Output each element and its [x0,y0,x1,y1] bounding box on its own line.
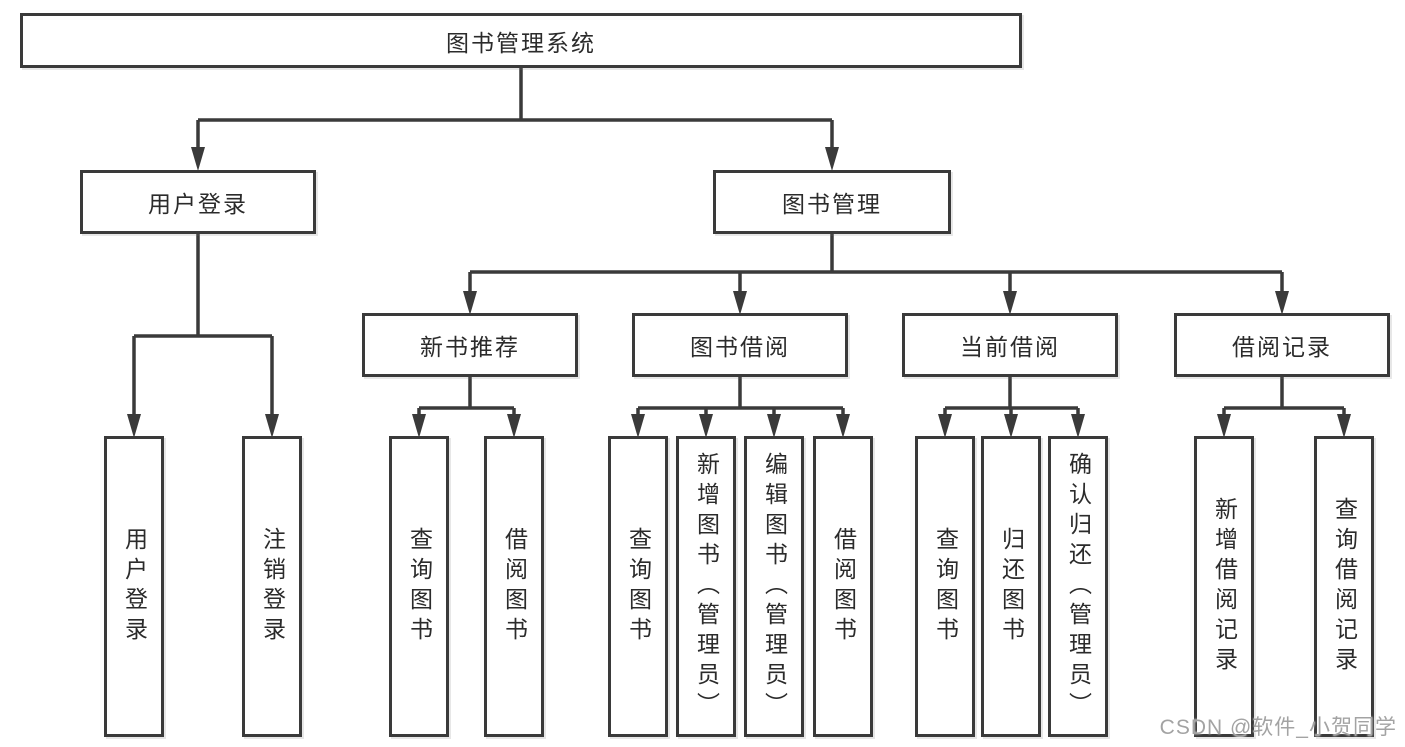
node-label: 借阅图书 [501,526,528,647]
node-label: 确认归还（管理员） [1065,451,1092,722]
node-label: 新增借阅记录 [1211,496,1238,677]
node-label: 用户登录 [148,191,248,217]
leaf-query-books-borrowing: 查询图书 [608,436,668,737]
node-book-borrowing: 图书借阅 [632,313,848,377]
node-label: 当前借阅 [960,334,1060,360]
node-label: 借阅记录 [1232,334,1332,360]
csdn-watermark: CSDN @软件_小贺同学 [1159,716,1397,739]
node-label: 查询图书 [406,526,433,647]
node-root-library-system: 图书管理系统 [20,13,1022,68]
leaf-return-books: 归还图书 [981,436,1041,737]
leaf-add-borrow-record: 新增借阅记录 [1194,436,1254,737]
node-new-book-recommend: 新书推荐 [362,313,578,377]
node-user-login-branch: 用户登录 [80,170,316,234]
node-label: 图书管理系统 [446,29,596,56]
leaf-add-book-admin: 新增图书（管理员） [676,436,736,737]
node-label: 用户登录 [121,526,148,647]
node-label: 查询图书 [625,526,652,647]
leaf-query-borrow-record: 查询借阅记录 [1314,436,1374,737]
node-label: 注销登录 [259,526,286,647]
leaf-borrow-books-recommend: 借阅图书 [484,436,544,737]
leaf-query-books-recommend: 查询图书 [389,436,449,737]
leaf-edit-book-admin: 编辑图书（管理员） [744,436,804,737]
node-label: 借阅图书 [830,526,857,647]
node-label: 图书借阅 [690,334,790,360]
leaf-confirm-return-admin: 确认归还（管理员） [1048,436,1108,737]
node-label: 查询借阅记录 [1331,496,1358,677]
leaf-logout: 注销登录 [242,436,302,737]
leaf-borrow-books-borrowing: 借阅图书 [813,436,873,737]
leaf-user-login: 用户登录 [104,436,164,737]
leaf-query-books-current: 查询图书 [915,436,975,737]
node-label: 新书推荐 [420,334,520,360]
node-current-borrowing: 当前借阅 [902,313,1118,377]
node-label: 新增图书（管理员） [693,451,720,722]
node-label: 归还图书 [998,526,1025,647]
node-label: 编辑图书（管理员） [761,451,788,722]
node-label: 查询图书 [932,526,959,647]
node-borrowing-records: 借阅记录 [1174,313,1390,377]
node-book-management-branch: 图书管理 [713,170,951,234]
node-label: 图书管理 [782,191,882,217]
